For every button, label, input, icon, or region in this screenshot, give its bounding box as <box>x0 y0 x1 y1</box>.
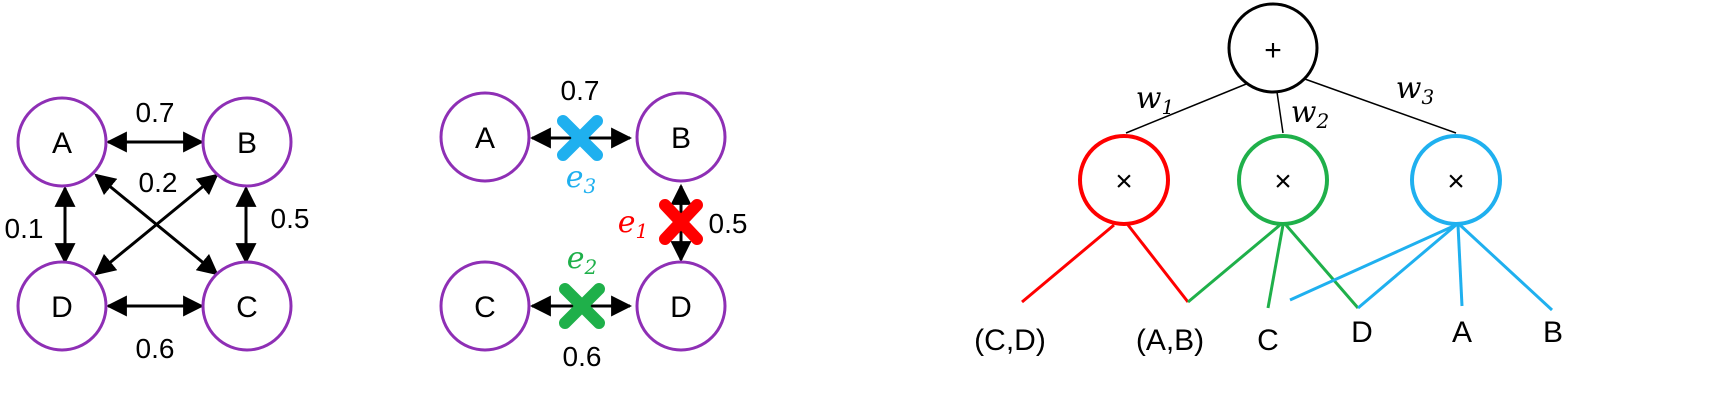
product-node-right: × <box>1410 134 1502 226</box>
weight-a-b: 0.7 <box>136 97 175 128</box>
node-a-label: A <box>52 127 72 160</box>
product-symbol: × <box>1447 165 1465 198</box>
node-a-label: A <box>475 122 495 155</box>
edge-green-d <box>1284 224 1360 309</box>
leaf-d: D <box>1351 316 1373 349</box>
edge-root-right <box>1301 77 1457 134</box>
cut-label-e3: e3 <box>566 160 597 198</box>
edge-green-ab <box>1187 223 1281 304</box>
edge-root-middle <box>1276 91 1284 134</box>
product-symbol: × <box>1274 165 1292 198</box>
node-c: C <box>439 260 531 352</box>
weight-c-d: 0.6 <box>563 341 602 372</box>
node-a: A <box>16 96 108 188</box>
weight-w1: w1 <box>1136 81 1174 119</box>
edge-red-ab <box>1126 224 1190 303</box>
edge-green-c <box>1266 224 1285 309</box>
edge-b-d <box>94 173 219 276</box>
weight-d-c: 0.6 <box>136 333 175 364</box>
red-cross-icon <box>659 199 703 245</box>
product-node-left: × <box>1078 134 1170 226</box>
green-cross-icon <box>559 283 605 329</box>
node-a: A <box>439 91 531 183</box>
leaf-b: B <box>1543 316 1563 349</box>
leaf-c-d: (C,D) <box>974 324 1046 357</box>
node-c-label: C <box>474 291 496 324</box>
cut-label-e2: e2 <box>567 241 598 279</box>
node-d: D <box>16 260 108 352</box>
node-b-label: B <box>671 122 691 155</box>
sum-symbol: + <box>1264 34 1282 67</box>
node-b-label: B <box>237 127 257 160</box>
edge-red-cd <box>1021 223 1115 304</box>
sum-node: + <box>1227 2 1319 94</box>
cut-label-e1: e1 <box>618 205 649 243</box>
weight-diagonal: 0.2 <box>139 167 178 198</box>
node-c-label: C <box>236 291 258 324</box>
sum-product-tree: + × × × w1 w2 w3 (C,D) (A,B) C D A B <box>974 2 1563 357</box>
node-c: C <box>201 260 293 352</box>
node-d: D <box>635 260 727 352</box>
leaf-a: A <box>1452 316 1472 349</box>
blue-cross-icon <box>557 115 603 161</box>
weight-a-d: 0.1 <box>5 213 44 244</box>
weight-b-d: 0.5 <box>709 208 748 239</box>
weight-w2: w2 <box>1291 95 1329 133</box>
edge-root-left <box>1125 79 1257 134</box>
graph-complete: A B D C 0.7 0.2 0.1 0.5 0.6 <box>5 96 310 364</box>
weight-a-b: 0.7 <box>561 75 600 106</box>
node-d-label: D <box>670 291 692 324</box>
edge-blue-a <box>1456 224 1464 307</box>
leaf-a-b: (A,B) <box>1136 324 1204 357</box>
leaf-c: C <box>1257 324 1279 357</box>
node-b: B <box>201 96 293 188</box>
weight-w3: w3 <box>1396 71 1434 109</box>
node-d-label: D <box>51 291 73 324</box>
product-node-middle: × <box>1237 134 1329 226</box>
node-b: B <box>635 91 727 183</box>
edge-blue-b <box>1458 223 1554 312</box>
graph-matching: A B C D 0.7 0.5 0.6 e3 e1 e2 <box>439 75 748 372</box>
product-symbol: × <box>1115 165 1133 198</box>
edge-blue-c <box>1289 223 1457 302</box>
edge-blue-d <box>1357 223 1457 310</box>
weight-b-c: 0.5 <box>271 203 310 234</box>
